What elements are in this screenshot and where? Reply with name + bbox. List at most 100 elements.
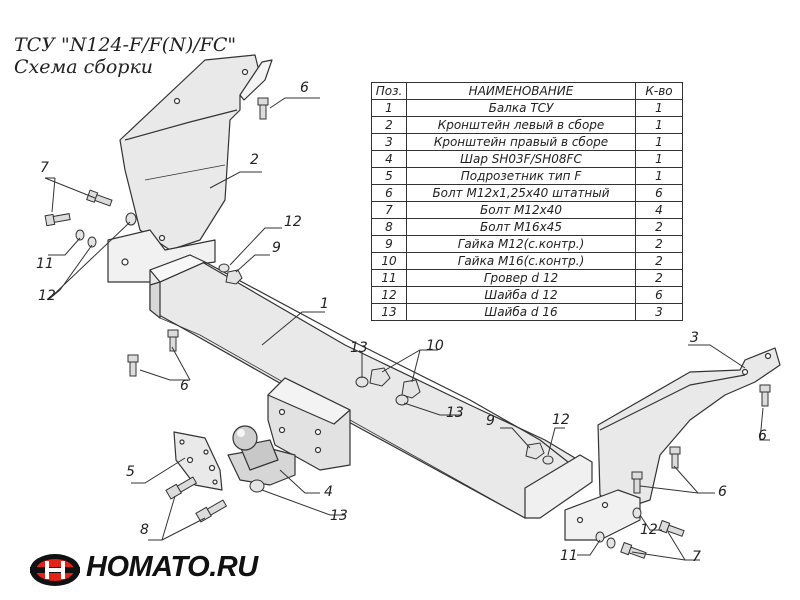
row-name: Болт M16x45: [406, 218, 636, 236]
row-quantity: 1: [635, 167, 683, 185]
callout-12-mid: 12: [284, 214, 302, 230]
callout-9-right: 9: [486, 413, 495, 429]
callout-4: 4: [324, 484, 333, 500]
callout-9-left: 9: [272, 240, 281, 256]
row-position: 3: [371, 133, 407, 151]
homato-logo-icon: [30, 554, 80, 586]
washers-nuts: [75, 212, 642, 549]
row-quantity: 6: [635, 286, 683, 304]
bolt-6-left: [127, 354, 139, 377]
callout-13-c: 13: [330, 508, 348, 524]
bolt-8-a: [165, 476, 198, 500]
row-name: Кронштейн левый в сборе: [406, 116, 636, 134]
washer-12-right: [542, 455, 554, 465]
row-name: Шайба d 16: [406, 303, 636, 321]
washer-12-rb2: [606, 537, 616, 549]
row-quantity: 2: [635, 269, 683, 287]
callout-12-left: 12: [38, 288, 56, 304]
nut-9-right: [525, 442, 545, 460]
row-name: Подрозетник тип F: [406, 167, 636, 185]
callout-11-left: 11: [36, 256, 54, 272]
header-position: Поз.: [371, 82, 407, 100]
row-name: Болт M12x1,25x40 штатный: [406, 184, 636, 202]
washer-13-b: [395, 394, 409, 406]
right-bracket: [564, 347, 781, 541]
row-position: 8: [371, 218, 407, 236]
row-position: 12: [371, 286, 407, 304]
row-position: 7: [371, 201, 407, 219]
callout-6-left: 6: [180, 378, 189, 394]
row-position: 10: [371, 252, 407, 270]
bolt-6-top: [257, 97, 269, 120]
callout-3: 3: [690, 330, 699, 346]
row-quantity: 2: [635, 218, 683, 236]
tow-ball: [227, 425, 296, 486]
callout-13-a: 13: [350, 340, 368, 356]
bolt-7-c: [658, 519, 685, 537]
callout-11-right: 11: [560, 548, 578, 564]
row-quantity: 1: [635, 99, 683, 117]
row-position: 11: [371, 269, 407, 287]
callout-6-top: 6: [300, 80, 309, 96]
row-position: 5: [371, 167, 407, 185]
leader-lines: [44, 97, 770, 561]
callout-7-right: 7: [692, 549, 701, 565]
callout-12-right: 12: [552, 412, 570, 428]
nut-10-b: [401, 379, 421, 399]
nut-10-a: [369, 367, 391, 387]
callout-1: 1: [320, 296, 329, 312]
logo-text: HOMATO.RU: [86, 551, 258, 583]
washer-13-a: [355, 376, 369, 388]
header-name: НАИМЕНОВАНИЕ: [406, 82, 636, 100]
row-name: Гровер d 12: [406, 269, 636, 287]
row-position: 13: [371, 303, 407, 321]
callout-2: 2: [250, 152, 259, 168]
row-quantity: 2: [635, 235, 683, 253]
callout-8: 8: [140, 522, 149, 538]
washer-13-c: [249, 479, 265, 493]
row-quantity: 1: [635, 133, 683, 151]
row-quantity: 3: [635, 303, 683, 321]
callout-13-b: 13: [446, 405, 464, 421]
washer-12-rb: [632, 507, 642, 519]
bolt-6-right: [759, 384, 771, 407]
bolt-8-b: [195, 499, 228, 523]
washer-12-left: [125, 212, 137, 226]
row-name: Гайка M16(с.контр.): [406, 252, 636, 270]
row-position: 1: [371, 99, 407, 117]
diagram-title: ТСУ "N124-F/F(N)/FC" Схема сборки: [14, 34, 236, 78]
title-line-2: Схема сборки: [14, 56, 154, 78]
parts-table-header: Поз. НАИМЕНОВАНИЕ К-во: [371, 82, 683, 100]
row-name: Болт M12x40: [406, 201, 636, 219]
left-bracket: [107, 54, 273, 283]
grover-11-right: [595, 531, 605, 543]
callout-7-left: 7: [40, 160, 49, 176]
bolt-7-d: [620, 541, 647, 559]
grover-11-left: [75, 229, 85, 241]
washer-12-mid: [218, 263, 230, 273]
row-name: Кронштейн правый в сборе: [406, 133, 636, 151]
callout-10: 10: [426, 338, 444, 354]
callout-6-right: 6: [758, 428, 767, 444]
row-quantity: 6: [635, 184, 683, 202]
bolt-7-a: [86, 189, 113, 207]
callout-5: 5: [126, 464, 135, 480]
callout-12-rb: 12: [640, 522, 658, 538]
washer-12-left-b: [87, 236, 97, 248]
bolt-6-rb2: [631, 471, 643, 494]
bolt-7-b: [44, 213, 71, 227]
